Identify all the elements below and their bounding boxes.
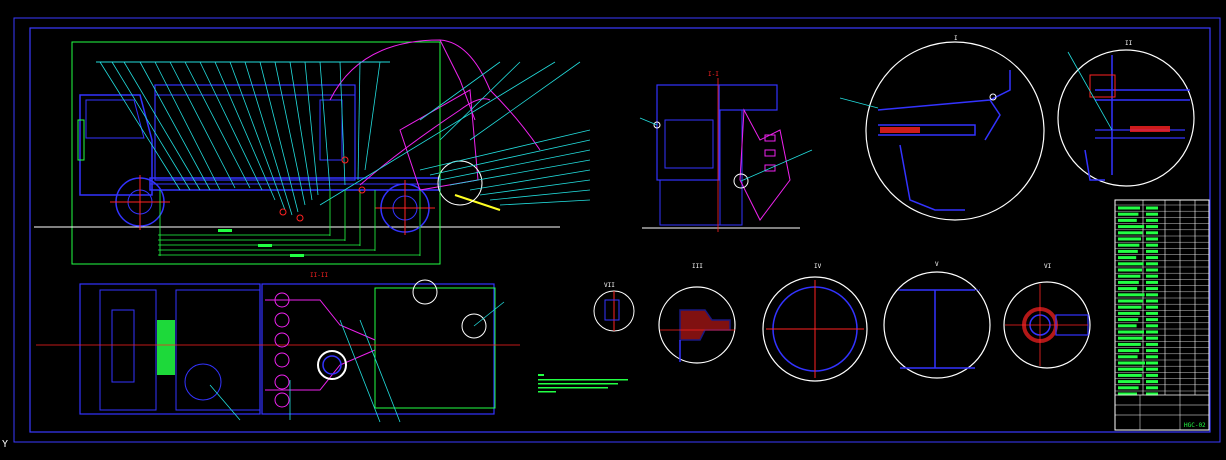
- parts-row-text: [1146, 367, 1158, 371]
- parts-row-text: [1118, 299, 1143, 303]
- parts-row-text: [1146, 218, 1158, 222]
- parts-row-text: [1146, 336, 1158, 340]
- detail-view-small: VII: [593, 282, 635, 332]
- parts-row-text: [1118, 311, 1140, 315]
- parts-row-text: [1118, 262, 1144, 266]
- parts-row-text: [1146, 311, 1158, 315]
- parts-row-text: [1118, 349, 1140, 353]
- parts-row-text: [1118, 367, 1144, 371]
- parts-row-text: [1146, 262, 1158, 266]
- parts-row-text: [1146, 256, 1158, 260]
- detail-view-1: I: [839, 35, 1045, 221]
- parts-row-text: [1146, 305, 1158, 309]
- parts-row-text: [1146, 324, 1158, 328]
- parts-row-text: [1118, 274, 1141, 278]
- parts-row-text: [1118, 361, 1145, 365]
- parts-row-text: [1146, 349, 1158, 353]
- parts-row-text: [1118, 386, 1139, 390]
- parts-row-text: [1146, 237, 1158, 241]
- parts-row-text: [1146, 355, 1158, 359]
- parts-row-text: [1118, 330, 1144, 334]
- detail-view-3: III: [658, 263, 736, 364]
- parts-row-text: [1118, 380, 1141, 384]
- parts-row-text: [1118, 342, 1141, 346]
- detail-view-5: V: [883, 261, 991, 379]
- parts-row-text: [1146, 380, 1158, 384]
- truck-side-view: [34, 39, 591, 265]
- parts-row-text: [1146, 342, 1158, 346]
- detail-label-5: V: [935, 261, 939, 268]
- section-label-side: I-I: [708, 71, 719, 78]
- parts-row-text: [1146, 386, 1158, 390]
- parts-row-text: [1146, 299, 1158, 303]
- parts-row-text: [1118, 243, 1140, 247]
- detail-label-1: I: [954, 35, 958, 42]
- parts-row-text: [1146, 373, 1158, 377]
- parts-row-text: [1118, 305, 1142, 309]
- parts-row-text: [1146, 280, 1158, 284]
- parts-row-text: [1118, 225, 1145, 229]
- drawing-outer-frame: [13, 17, 1221, 443]
- parts-row-text: [1146, 243, 1158, 247]
- detail-label-6: VI: [1044, 263, 1052, 270]
- parts-row-text: [1118, 293, 1145, 297]
- title-block-code: HGC-02: [1184, 422, 1206, 429]
- ucs-axis-icon: Y: [2, 439, 9, 450]
- parts-row-text: [1118, 256, 1137, 260]
- parts-row-text: [1118, 318, 1139, 322]
- parts-list-table: HGC-02: [1114, 199, 1210, 431]
- parts-row-text: [1146, 287, 1158, 291]
- section-view-i: I-I: [639, 71, 813, 232]
- parts-row-text: [1146, 392, 1158, 396]
- drawing-inner-frame: [29, 27, 1211, 433]
- parts-row-text: [1118, 336, 1143, 340]
- detail-view-6: VI: [1003, 263, 1091, 369]
- parts-row-text: [1146, 206, 1158, 210]
- parts-row-text: [1146, 225, 1158, 229]
- parts-row-text: [1118, 324, 1137, 328]
- parts-row-text: [1118, 355, 1138, 359]
- detail-view-2: II: [1057, 40, 1195, 187]
- parts-row-text: [1146, 330, 1158, 334]
- parts-row-text: [1118, 373, 1142, 377]
- parts-row-text: [1146, 249, 1158, 253]
- detail-view-4: IV: [762, 263, 868, 382]
- detail-label-3: III: [692, 263, 703, 270]
- parts-row-text: [1146, 361, 1158, 365]
- detail-label-small: VII: [604, 282, 615, 289]
- truck-plan-view: II-II: [36, 272, 628, 423]
- section-label-plan: II-II: [310, 272, 328, 279]
- parts-row-text: [1146, 212, 1158, 216]
- parts-row-text: [1118, 218, 1137, 222]
- parts-row-text: [1146, 293, 1158, 297]
- parts-row-text: [1118, 237, 1141, 241]
- parts-row-text: [1118, 268, 1142, 272]
- parts-row-text: [1118, 212, 1139, 216]
- detail-label-2: II: [1125, 40, 1133, 47]
- parts-row-text: [1146, 231, 1158, 235]
- parts-row-text: [1118, 392, 1137, 396]
- parts-row-text: [1118, 280, 1139, 284]
- parts-row-text: [1118, 231, 1143, 235]
- technical-notes: [538, 374, 628, 393]
- parts-row-text: [1118, 249, 1138, 253]
- parts-row-text: [1146, 274, 1158, 278]
- parts-row-text: [1118, 287, 1138, 291]
- parts-row-text: [1118, 206, 1140, 210]
- parts-row-text: [1146, 268, 1158, 272]
- detail-label-4: IV: [814, 263, 822, 270]
- parts-row-text: [1146, 318, 1158, 322]
